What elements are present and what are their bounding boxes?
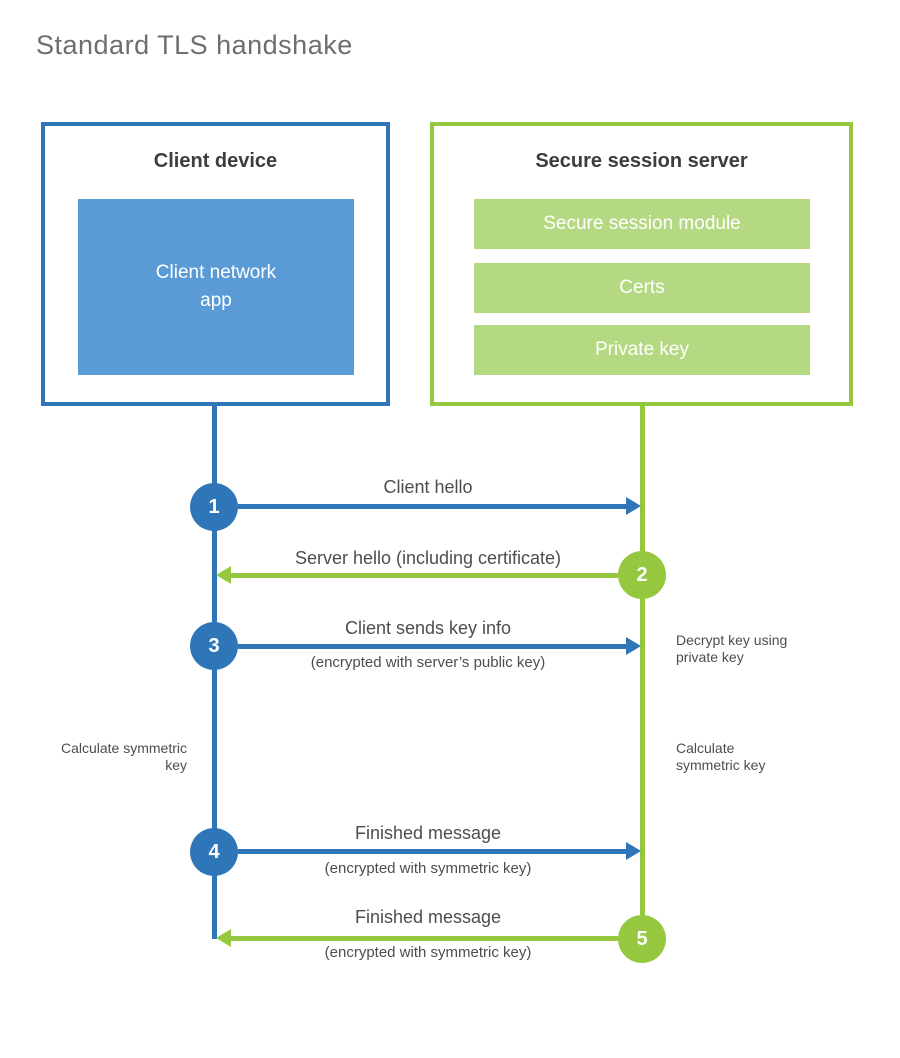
decrypt-key-note: Decrypt key using private key — [676, 632, 788, 666]
server-module-private-key-label: Private key — [595, 339, 689, 360]
client-finished-sublabel: (encrypted with symmetric key) — [324, 860, 532, 877]
page-title: Standard TLS handshake — [36, 30, 353, 60]
client-key-info-sublabel: (encrypted with server’s public key) — [310, 654, 546, 671]
client-finished-arrowhead-icon — [626, 842, 641, 860]
step-2-marker: 2 — [618, 551, 666, 599]
calculate-symmetric-key-note-client: Calculate symmetric key — [60, 740, 187, 774]
server-module-certs: Certs — [474, 263, 810, 313]
client-network-app-box: Client network app — [78, 199, 354, 375]
server-finished-arrow — [230, 936, 618, 941]
client-key-info-arrowhead-icon — [626, 637, 641, 655]
secure-session-server-box: Secure session server Secure session mod… — [430, 122, 853, 406]
client-finished-label: Finished message — [354, 823, 502, 843]
client-key-info-label: Client sends key info — [344, 618, 512, 638]
client-network-app-label: Client network app — [155, 262, 277, 311]
client-finished-arrow — [238, 849, 628, 854]
server-module-secure-session: Secure session module — [474, 199, 810, 249]
client-device-title: Client device — [153, 150, 278, 172]
server-hello-label: Server hello (including certificate) — [294, 548, 562, 568]
server-module-secure-session-label: Secure session module — [543, 213, 741, 234]
server-module-certs-label: Certs — [619, 277, 665, 298]
server-finished-label: Finished message — [354, 907, 502, 927]
server-hello-arrowhead-icon — [216, 566, 231, 584]
client-hello-arrow — [238, 504, 628, 509]
server-finished-arrowhead-icon — [216, 929, 231, 947]
client-key-info-arrow — [238, 644, 628, 649]
calculate-symmetric-key-note-server: Calculate symmetric key — [676, 740, 766, 774]
step-1-marker: 1 — [190, 483, 238, 531]
server-hello-arrow — [230, 573, 618, 578]
client-hello-label: Client hello — [383, 477, 473, 497]
server-module-private-key: Private key — [474, 325, 810, 375]
step-4-marker: 4 — [190, 828, 238, 876]
step-5-marker: 5 — [618, 915, 666, 963]
server-finished-sublabel: (encrypted with symmetric key) — [324, 944, 532, 961]
client-device-box: Client device Client network app — [41, 122, 390, 406]
client-lifeline — [212, 406, 217, 939]
client-hello-arrowhead-icon — [626, 497, 641, 515]
secure-session-server-title: Secure session server — [535, 150, 748, 172]
server-lifeline — [640, 406, 645, 925]
step-3-marker: 3 — [190, 622, 238, 670]
